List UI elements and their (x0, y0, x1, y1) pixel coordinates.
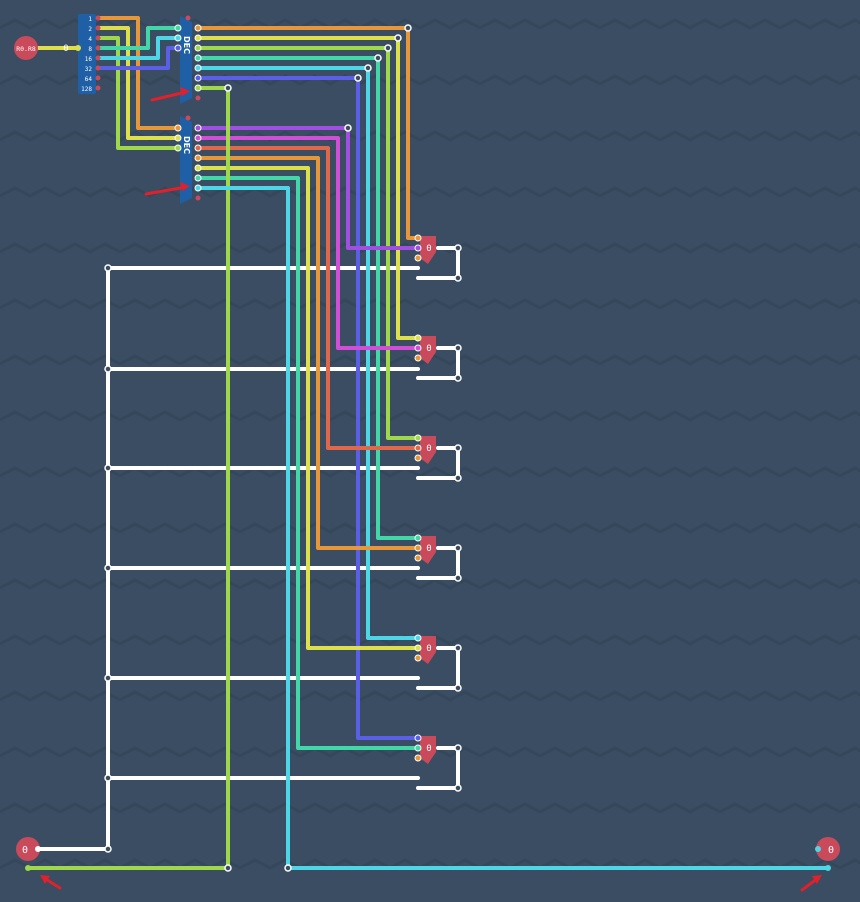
register-1[interactable]: 0 (420, 236, 436, 264)
splitter-bit-label: 4 (88, 36, 92, 43)
register-value: 0 (426, 344, 431, 354)
wire-dec1-out-5 (196, 76, 420, 740)
wire-dec1-out-4 (196, 66, 420, 640)
decoder-pins (174, 24, 202, 192)
splitter-bit-label: 8 (88, 46, 92, 53)
decoder-1[interactable]: DEC (180, 15, 201, 105)
wire-dec2-out-1 (196, 136, 420, 350)
register-value: 0 (426, 444, 431, 454)
decoder-1-label: DEC (182, 36, 191, 54)
wire-dec1-out-0 (196, 26, 420, 240)
wire-bit-16 (96, 36, 180, 60)
wire-dec2-out-3 (196, 156, 420, 550)
bottom-right-node-value: 0 (828, 845, 834, 856)
register-value: 0 (426, 244, 431, 254)
decoder-2-label: DEC (182, 136, 191, 154)
splitter-bit-label: 16 (85, 56, 93, 63)
register-2[interactable]: 0 (420, 336, 436, 364)
register-pins (414, 234, 422, 762)
register-4[interactable]: 0 (420, 536, 436, 564)
wire-bit-1 (96, 16, 180, 130)
wire-lime-bottom (26, 86, 230, 870)
wire-dec2-out-0 (196, 126, 420, 250)
register-6[interactable]: 0 (420, 736, 436, 764)
wire-junctions (104, 24, 462, 872)
splitter-bit-label: 32 (85, 66, 93, 73)
splitter-bit-label: 64 (85, 76, 93, 83)
wire-bit-8 (96, 26, 180, 50)
wire-bit-2 (96, 26, 180, 140)
register-3[interactable]: 0 (420, 436, 436, 464)
register-5[interactable]: 0 (420, 636, 436, 664)
splitter-bit-label: 1 (88, 16, 92, 23)
wire-dec1-out-3 (196, 56, 420, 540)
bottom-right-node[interactable]: 0 (815, 837, 840, 871)
wire-cyan-bottom (196, 186, 830, 870)
splitter-bit-label: 2 (88, 26, 92, 33)
bottom-left-node[interactable]: 0 (16, 837, 41, 871)
wire-bit-32 (96, 46, 180, 70)
wire-dec2-out-2 (196, 146, 420, 450)
annotation-arrows (40, 87, 822, 892)
splitter-bit-label: 128 (81, 86, 92, 93)
wire-dec2-out-5 (196, 176, 420, 750)
wire-dec2-out-4 (196, 166, 420, 650)
wire-dec1-out-2 (196, 46, 420, 440)
wire-bit-4 (96, 36, 180, 150)
bit-splitter[interactable]: 1 2 4 8 16 32 64 128 (75, 14, 101, 94)
input-node-label: R0.R8 (16, 45, 36, 53)
register-value: 0 (426, 744, 431, 754)
wire-dec1-out-1 (196, 36, 420, 340)
decoder-2[interactable]: DEC (180, 115, 201, 205)
register-value: 0 (426, 644, 431, 654)
input-node[interactable]: R0.R8 (14, 36, 38, 60)
register-value: 0 (426, 544, 431, 554)
bottom-left-node-value: 0 (22, 845, 28, 856)
input-node-value: 0 (63, 44, 68, 54)
